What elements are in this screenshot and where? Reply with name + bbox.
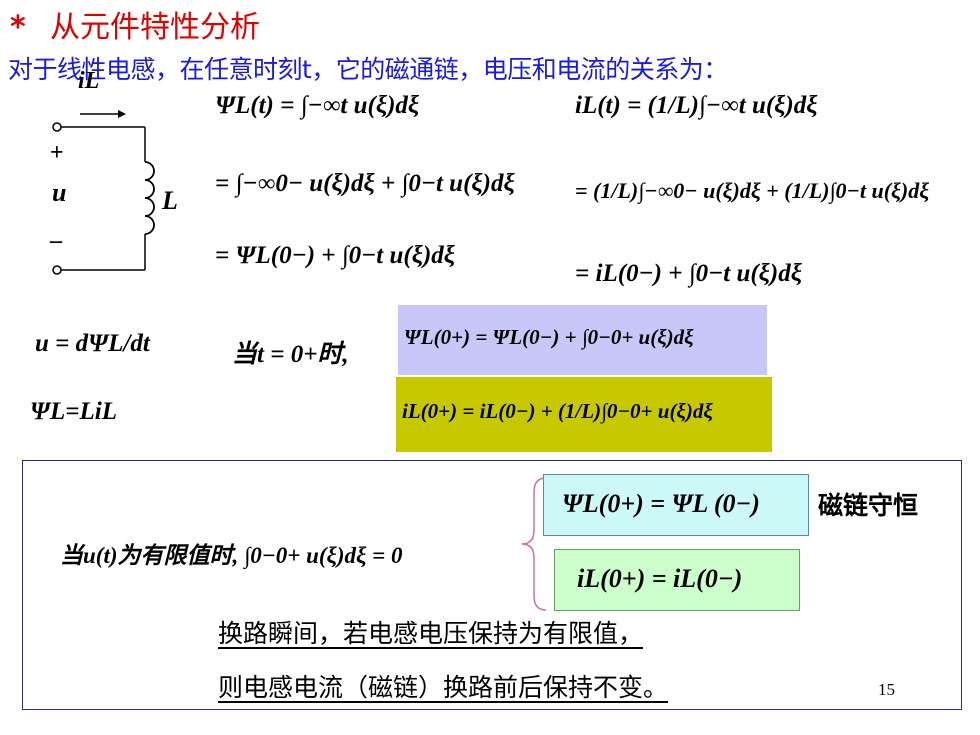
conclusion-line-1: 换路瞬间，若电感电压保持为有限值， <box>218 619 644 648</box>
asterisk-bullet: * <box>10 10 26 45</box>
current-at-zero-plus-box: iL(0+) = iL(0−) + (1/L)∫0−0+ u(ξ)dξ <box>396 377 772 452</box>
inductor-circuit-diagram <box>52 110 155 275</box>
top-terminal <box>52 122 62 132</box>
title-text: 从元件特性分析 <box>50 10 260 45</box>
flux-definition: ΨL=LiL <box>30 398 117 425</box>
flux-equation-1: ΨL(t) = ∫−∞t u(ξ)dξ <box>215 92 420 119</box>
subtitle: 对于线性电感，在任意时刻t，它的磁通链，电压和电流的关系为： <box>8 55 728 84</box>
current-label: iL <box>78 68 100 94</box>
inductor-coil <box>144 161 155 235</box>
current-at-zero-plus-equation: iL(0+) = iL(0−) + (1/L)∫0−0+ u(ξ)dξ <box>402 399 713 423</box>
conclusion-line-2: 则电感电流（磁链）换路前后保持不变。 <box>218 673 669 702</box>
conclusion-frame <box>22 460 962 710</box>
brace-path <box>521 477 547 611</box>
flux-conservation-label: 磁链守恒 <box>818 491 919 520</box>
flux-equation-3: = ΨL(0−) + ∫0−t u(ξ)dξ <box>215 242 456 269</box>
current-equation-2: = (1/L)∫−∞0− u(ξ)dξ + (1/L)∫0−t u(ξ)dξ <box>575 178 930 203</box>
page-title: * 从元件特性分析 <box>10 2 260 46</box>
current-equation-3: = iL(0−) + ∫0−t u(ξ)dξ <box>575 260 802 287</box>
finite-voltage-condition: 当u(t)为有限值时, ∫0−0+ u(ξ)dξ = 0 <box>60 543 403 568</box>
flux-conservation-equation: ΨL(0+) = ΨL (0−) <box>562 489 760 518</box>
minus-sign: – <box>50 228 62 254</box>
brace <box>521 477 547 611</box>
voltage-definition: u = dΨL/dt <box>35 330 150 357</box>
flux-conservation-box: ΨL(0+) = ΨL (0−) <box>543 474 809 536</box>
inductor-label: L <box>162 186 178 215</box>
when-t-zero-label: 当t = 0+时, <box>232 341 349 368</box>
voltage-label: u <box>52 178 67 207</box>
current-conservation-box: iL(0+) = iL(0−) <box>554 549 800 611</box>
flux-equation-2: = ∫−∞0− u(ξ)dξ + ∫0−t u(ξ)dξ <box>215 170 515 197</box>
current-arrowhead <box>118 110 126 118</box>
flux-at-zero-plus-box: ΨL(0+) = ΨL(0−) + ∫0−0+ u(ξ)dξ <box>398 305 767 375</box>
page-number: 15 <box>878 680 895 699</box>
plus-sign: + <box>50 140 64 166</box>
bottom-terminal <box>52 265 62 275</box>
current-conservation-equation: iL(0+) = iL(0−) <box>577 564 743 593</box>
flux-at-zero-plus-equation: ΨL(0+) = ΨL(0−) + ∫0−0+ u(ξ)dξ <box>404 325 694 349</box>
current-equation-1: iL(t) = (1/L)∫−∞t u(ξ)dξ <box>575 92 818 119</box>
